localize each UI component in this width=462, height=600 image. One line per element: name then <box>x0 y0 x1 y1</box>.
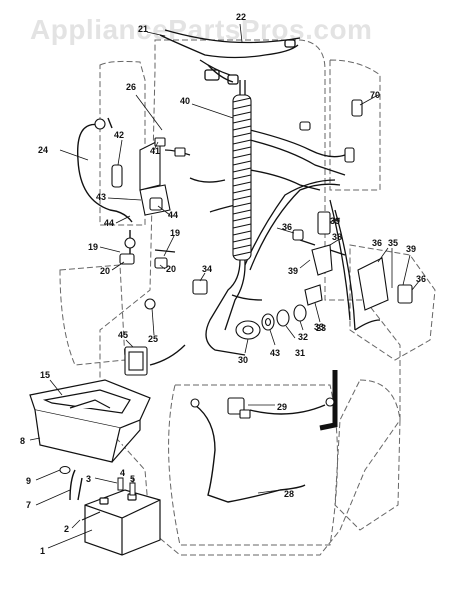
callout-24: 24 <box>38 145 48 155</box>
battery <box>84 489 161 556</box>
callout-7: 7 <box>26 500 31 510</box>
callout-36b: 36 <box>372 238 382 248</box>
callout-35: 35 <box>388 238 398 248</box>
callout-30: 30 <box>238 355 248 365</box>
callout-43a: 43 <box>96 192 106 202</box>
hardware <box>59 466 136 521</box>
callout-26: 26 <box>126 82 136 92</box>
callout-20b: 20 <box>166 264 176 274</box>
callout-31: 31 <box>295 348 305 358</box>
callout-38: 38 <box>332 232 342 242</box>
callout-44a: 44 <box>104 218 114 228</box>
callout-39a: 39 <box>330 216 340 226</box>
callout-36c: 36 <box>416 274 426 284</box>
callout-4: 4 <box>120 468 125 478</box>
callout-45: 45 <box>118 330 128 340</box>
callout-15: 15 <box>40 370 50 380</box>
callout-9: 9 <box>26 476 31 486</box>
callout-36a: 36 <box>282 222 292 232</box>
wire-loom <box>232 94 252 261</box>
callouts: 1 2 3 4 5 7 8 9 15 19 19 20 20 21 22 23 … <box>20 12 426 556</box>
battery-tray <box>29 379 151 463</box>
callout-39c: 39 <box>406 244 416 254</box>
callout-70: 70 <box>370 90 380 100</box>
callout-21: 21 <box>138 24 148 34</box>
top-harness <box>159 29 301 85</box>
callout-33: 33 <box>314 322 324 332</box>
callout-2: 2 <box>64 524 69 534</box>
callout-41: 41 <box>150 146 160 156</box>
callout-39b: 39 <box>288 266 298 276</box>
callout-5: 5 <box>130 474 135 484</box>
callout-20a: 20 <box>100 266 110 276</box>
callout-42: 42 <box>114 130 124 140</box>
positive-battery-cable <box>319 370 338 431</box>
callout-3: 3 <box>86 474 91 484</box>
callout-1: 1 <box>40 546 45 556</box>
callout-40: 40 <box>180 96 190 106</box>
callout-22: 22 <box>236 12 246 22</box>
callout-29: 29 <box>277 402 287 412</box>
components <box>94 99 413 419</box>
callout-23: 23 <box>316 323 326 333</box>
callout-32: 32 <box>298 332 308 342</box>
callout-19: 19 <box>88 242 98 252</box>
callout-28: 28 <box>284 489 294 499</box>
callout-25a: 25 <box>148 334 158 344</box>
wiring-harness <box>149 59 381 366</box>
callout-8: 8 <box>20 436 25 446</box>
callout-34: 34 <box>202 264 212 274</box>
callout-19b: 19 <box>170 228 180 238</box>
leader-lines <box>29 23 421 549</box>
callout-44b: 44 <box>168 210 178 220</box>
callout-43b: 43 <box>270 348 280 358</box>
